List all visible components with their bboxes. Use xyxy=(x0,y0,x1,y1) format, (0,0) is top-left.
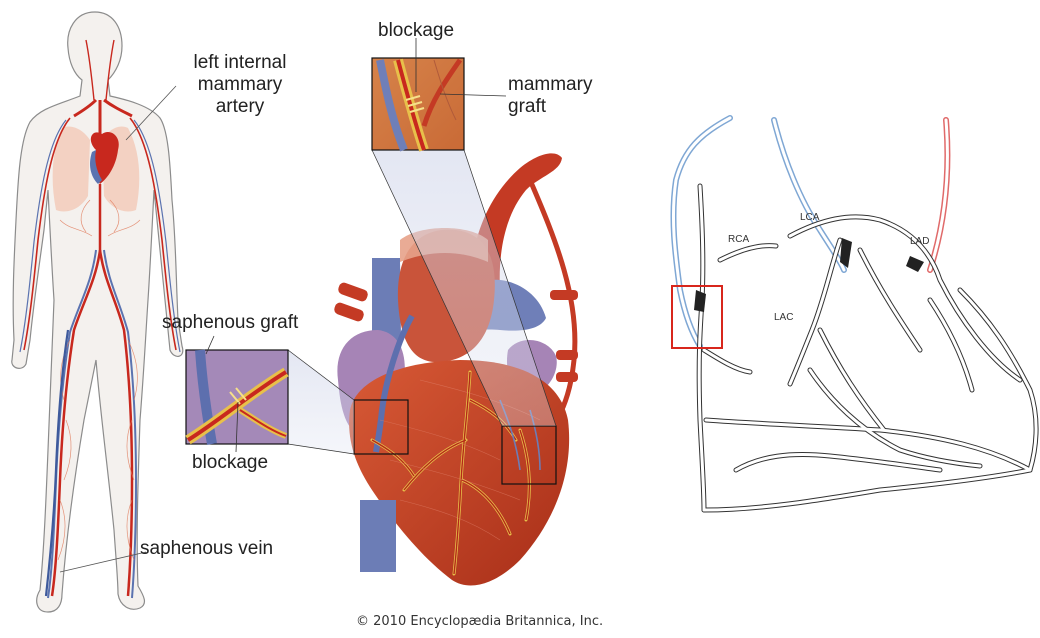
label-saphenous-graft: saphenous graft xyxy=(162,312,298,334)
label-lac: LAC xyxy=(774,312,793,323)
label-line-3: artery xyxy=(180,96,300,118)
label-mammary-graft: mammary graft xyxy=(508,74,608,118)
label-left-internal-mammary-artery: left internal mammary artery xyxy=(180,52,300,118)
label-blockage-top: blockage xyxy=(378,20,454,42)
label-lca: LCA xyxy=(800,212,819,223)
label-line-2: graft xyxy=(508,96,608,118)
coronary-schematic xyxy=(673,118,1036,510)
inset-mammary-graft xyxy=(372,58,464,150)
label-line-1: left internal xyxy=(180,52,300,74)
label-line-1: mammary xyxy=(508,74,608,96)
label-rca: RCA xyxy=(728,234,749,245)
label-blockage-bottom: blockage xyxy=(192,452,268,474)
label-saphenous-vein: saphenous vein xyxy=(140,538,273,560)
label-lad: LAD xyxy=(910,236,929,247)
label-line-2: mammary xyxy=(180,74,300,96)
copyright-credit: © 2010 Encyclopædia Britannica, Inc. xyxy=(356,614,603,629)
human-body-figure xyxy=(12,12,183,612)
